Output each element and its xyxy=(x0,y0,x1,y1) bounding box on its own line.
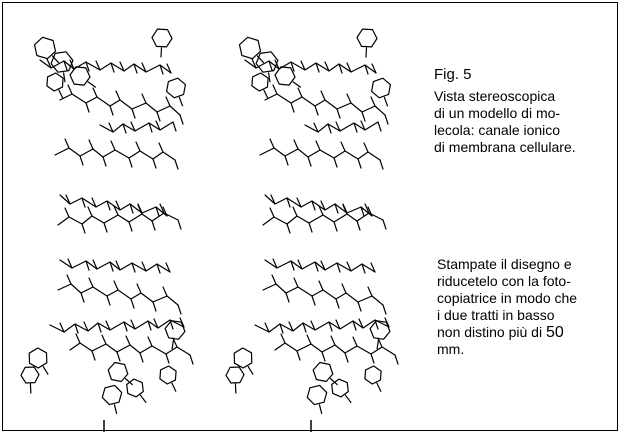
instruction-line: copiatrice in modo che xyxy=(437,290,578,306)
caption-line: lecola: canale ionico xyxy=(434,122,561,138)
instruction-line: Stampate il disegno e xyxy=(437,256,572,272)
caption-line: di un modello di mo- xyxy=(434,105,561,121)
distance-value: 50 xyxy=(545,324,564,341)
instruction-line: riducetelo con la foto- xyxy=(437,273,571,289)
distance-unit: mm. xyxy=(437,341,465,357)
figure-caption: Vista stereoscopica di un modello di mo-… xyxy=(434,88,576,156)
instruction-line: i due tratti in basso xyxy=(437,307,555,323)
instruction-line: non distino più di 50 xyxy=(437,324,577,341)
caption-line: Vista stereoscopica xyxy=(434,88,556,104)
molecule-right-view xyxy=(225,28,399,415)
instruction-line-text: non distino più di xyxy=(437,324,543,340)
figure-frame xyxy=(2,2,618,431)
print-instructions: Stampate il disegno e riducetelo con la … xyxy=(437,256,577,358)
molecule-left-view xyxy=(20,28,194,415)
figure-title: Fig. 5 xyxy=(434,66,472,83)
caption-line: di membrana cellulare. xyxy=(434,139,576,155)
